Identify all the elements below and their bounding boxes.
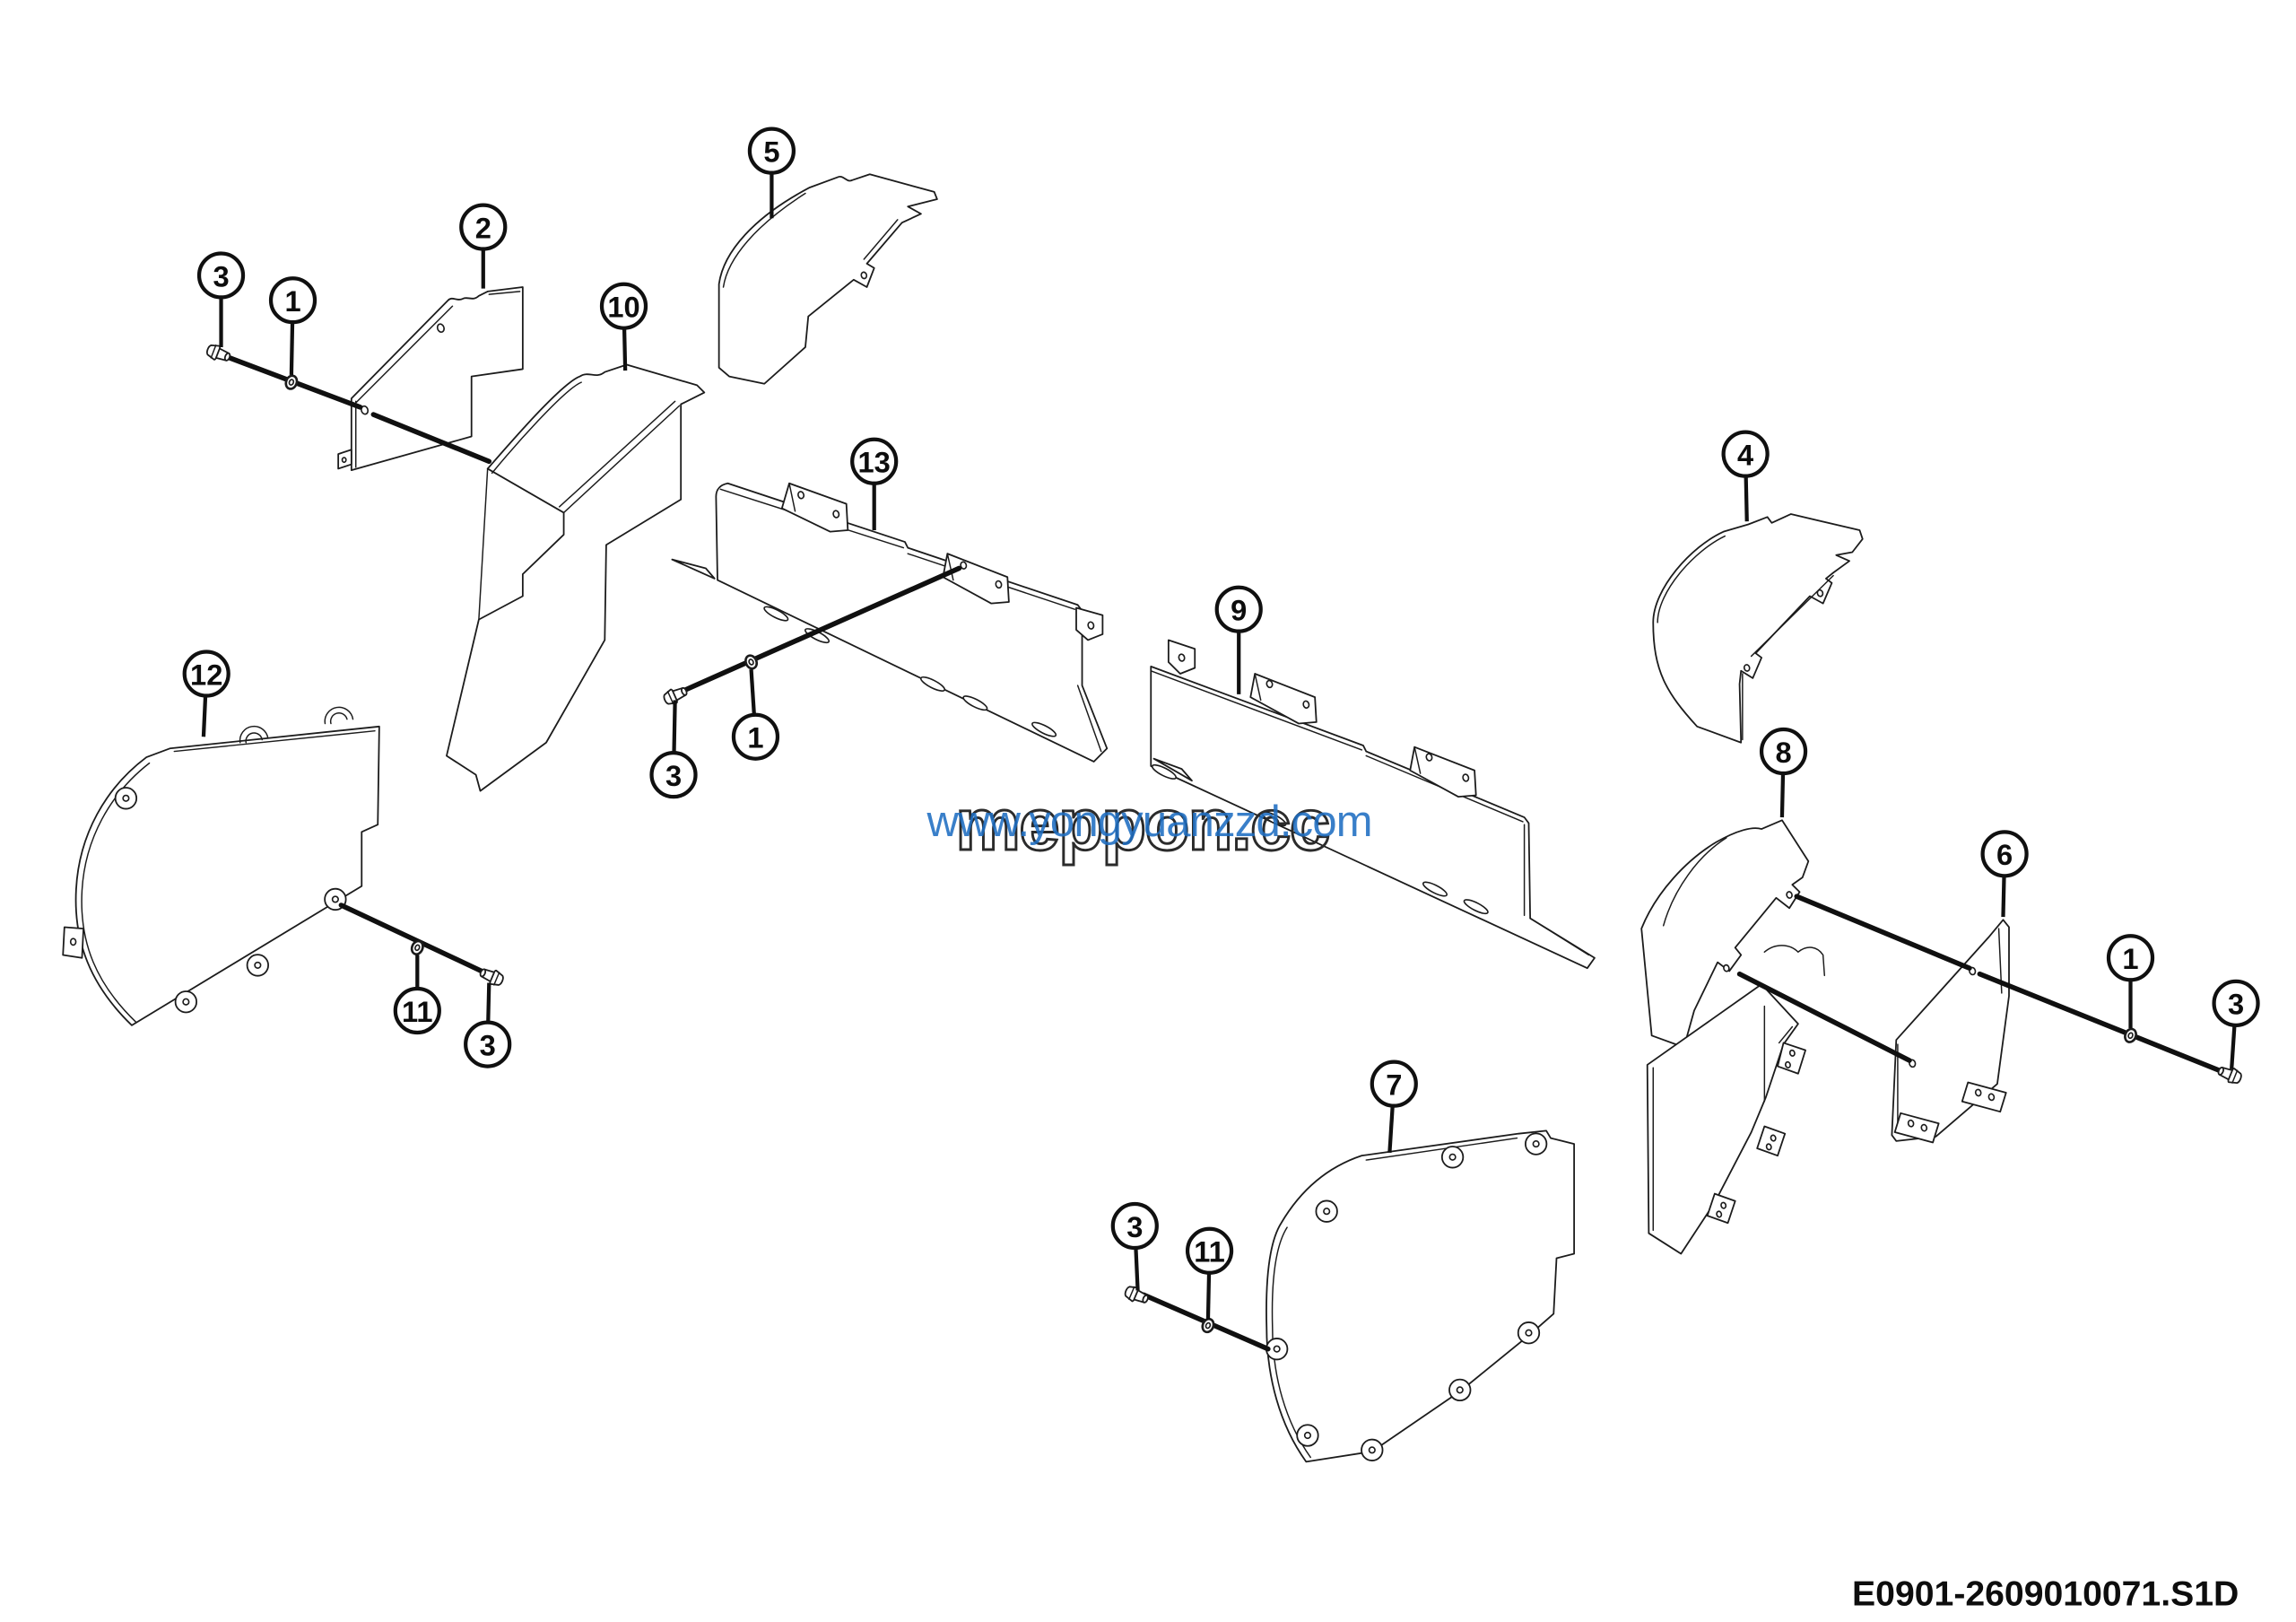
callout-balloon bbox=[268, 276, 317, 325]
callout-number: 8 bbox=[1775, 736, 1791, 769]
callout-11: 11 bbox=[393, 955, 441, 1035]
callout-number: 5 bbox=[763, 135, 779, 168]
callout-9: 9 bbox=[1214, 585, 1263, 694]
callout-number: 13 bbox=[858, 446, 891, 479]
parts-layer bbox=[62, 173, 2010, 1463]
callout-balloon bbox=[1759, 727, 1808, 776]
assembly-leader-line bbox=[1794, 894, 1972, 971]
callout-3: 3 bbox=[2212, 979, 2260, 1069]
assembly-leader-line bbox=[683, 565, 962, 693]
callout-balloon bbox=[196, 251, 246, 300]
part-2-panel bbox=[337, 286, 524, 471]
washer-icon bbox=[283, 372, 300, 392]
callout-number: 9 bbox=[1231, 593, 1247, 626]
watermark-layer: meppon.cc www.yongyuanzzd.com bbox=[926, 782, 1373, 867]
part-12-cover-plate bbox=[62, 706, 380, 1026]
callout-number: 11 bbox=[1194, 1235, 1225, 1269]
callout-1: 1 bbox=[731, 668, 780, 761]
callout-number: 4 bbox=[1737, 438, 1753, 471]
callout-balloon bbox=[1214, 585, 1263, 633]
washer-icon bbox=[2121, 1025, 2140, 1045]
callout-balloon bbox=[1370, 1060, 1418, 1108]
watermark-url-text: www.yongyuanzzd.com bbox=[926, 798, 1372, 846]
callout-10: 10 bbox=[599, 282, 648, 371]
part-6-plate bbox=[1891, 919, 2010, 1144]
watermark-brand-text: meppon.cc bbox=[955, 784, 1328, 866]
callout-3: 3 bbox=[464, 982, 512, 1068]
callout-balloon bbox=[1185, 1226, 1234, 1275]
callout-11: 11 bbox=[1185, 1226, 1234, 1321]
bolt-icon bbox=[2215, 1062, 2245, 1087]
callout-balloon bbox=[464, 1020, 512, 1068]
callout-7: 7 bbox=[1370, 1060, 1418, 1154]
callout-number: 2 bbox=[475, 211, 491, 244]
callout-balloon bbox=[731, 712, 780, 761]
assembly-leader-line bbox=[1977, 971, 2222, 1074]
callout-number: 3 bbox=[2228, 988, 2244, 1021]
callout-balloon bbox=[1721, 430, 1770, 478]
callout-number: 1 bbox=[2122, 942, 2138, 975]
callout-1: 1 bbox=[2106, 934, 2155, 1029]
callout-2: 2 bbox=[459, 203, 508, 289]
callout-balloon bbox=[850, 437, 899, 485]
callout-number: 11 bbox=[402, 995, 433, 1028]
callout-balloon bbox=[1980, 830, 2029, 878]
callout-number: 6 bbox=[1996, 838, 2013, 871]
part-13-strip bbox=[671, 482, 1109, 763]
callout-balloon bbox=[182, 650, 230, 698]
callout-4: 4 bbox=[1721, 430, 1770, 522]
callout-8: 8 bbox=[1759, 727, 1808, 818]
callout-balloon bbox=[2212, 979, 2260, 1027]
bolt-icon bbox=[204, 341, 233, 366]
callout-number: 1 bbox=[747, 721, 763, 754]
part-4-cover bbox=[1652, 513, 1864, 744]
assembly-leader-line bbox=[338, 903, 488, 975]
assembly-leader-line bbox=[370, 412, 492, 465]
callout-number: 3 bbox=[480, 1028, 496, 1061]
part-8-bracket bbox=[1640, 819, 1826, 1255]
assembly-leader-line bbox=[1736, 971, 1912, 1063]
callout-3: 3 bbox=[1110, 1201, 1159, 1291]
callout-balloon bbox=[393, 986, 441, 1035]
callout-number: 1 bbox=[284, 284, 300, 318]
callout-3: 3 bbox=[196, 251, 246, 347]
callout-number: 10 bbox=[607, 291, 639, 324]
part-10-panel bbox=[446, 363, 706, 792]
callout-number: 3 bbox=[213, 259, 229, 292]
callout-6: 6 bbox=[1980, 830, 2029, 918]
drawing-number: E0901-2609010071.S1D bbox=[1852, 1574, 2239, 1613]
callout-5: 5 bbox=[747, 126, 796, 219]
callout-balloon bbox=[1110, 1201, 1159, 1251]
callout-balloon bbox=[649, 751, 698, 799]
callout-number: 3 bbox=[1126, 1210, 1143, 1243]
part-7-cover-plate bbox=[1265, 1129, 1575, 1463]
part-5-cover bbox=[718, 173, 938, 385]
callout-number: 12 bbox=[190, 658, 222, 691]
callout-13: 13 bbox=[850, 437, 899, 531]
callout-3: 3 bbox=[649, 700, 698, 799]
callout-number: 7 bbox=[1386, 1068, 1402, 1101]
callout-balloon bbox=[459, 203, 508, 251]
callout-balloon bbox=[2106, 934, 2155, 982]
callout-number: 3 bbox=[665, 759, 682, 792]
callout-12: 12 bbox=[182, 650, 230, 737]
callout-balloon bbox=[599, 282, 648, 330]
callout-1: 1 bbox=[268, 276, 317, 376]
callout-balloon bbox=[747, 126, 796, 175]
part-9-strip bbox=[1150, 639, 1596, 970]
